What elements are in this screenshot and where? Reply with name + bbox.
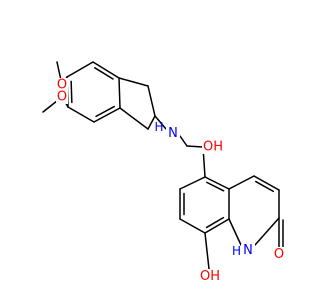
bond-ring-a-double xyxy=(94,67,114,80)
atom-h-amine-label: H xyxy=(154,120,163,134)
atom-h-lactam-label: H xyxy=(232,244,241,258)
bond-ring-a xyxy=(118,77,121,109)
bond-ring-b xyxy=(179,176,206,190)
bond-ring-b-double xyxy=(206,181,225,192)
bond-ring-c xyxy=(228,175,255,190)
bond-c-n xyxy=(154,115,167,130)
atom-o-methoxy-top-label: O xyxy=(57,78,67,93)
bond-ring-a xyxy=(66,61,94,78)
bond-ring-a-double xyxy=(95,105,115,118)
atom-oh-hydroxyl: OH xyxy=(202,140,224,155)
atom-n-lactam-label: N xyxy=(243,243,253,258)
atom-o-carbonyl: O xyxy=(272,247,286,262)
bond-phenol xyxy=(204,232,210,270)
atom-oh-hydroxyl-label: OH xyxy=(203,140,223,155)
molecule-structure: O O N H OH N H O OH xyxy=(42,61,286,284)
bond-ring-a-double xyxy=(70,80,73,104)
bond-cyclopentane xyxy=(147,115,156,130)
bond-ring-c xyxy=(228,218,242,246)
bond-ring-b xyxy=(204,176,230,190)
atom-h-amine: H xyxy=(154,120,163,134)
bond-cyclopentane xyxy=(119,107,149,130)
bond-ring-c xyxy=(254,217,280,246)
bond-lines xyxy=(42,61,284,270)
bond-ring-b xyxy=(204,218,230,234)
bond-cyclopentane xyxy=(147,85,156,117)
atom-oh-phenol-label: OH xyxy=(200,269,220,284)
atom-n-amine: N xyxy=(166,126,180,141)
atom-o-methoxy-bottom: O xyxy=(56,90,68,105)
bond-ring-c xyxy=(253,175,280,191)
atom-o-methoxy-bottom-label: O xyxy=(57,90,67,105)
atom-n-amine-label: N xyxy=(168,126,178,141)
atom-labels: O O N H OH N H O OH xyxy=(56,78,286,284)
atom-o-methoxy-top: O xyxy=(56,78,68,93)
bond-ring-b xyxy=(179,218,206,234)
bond-cyclopentane xyxy=(118,77,149,87)
atom-o-carbonyl-label: O xyxy=(274,247,284,262)
bond-ring-a xyxy=(93,107,121,123)
bond-ring-a xyxy=(67,106,95,123)
bond-ring-b-double xyxy=(205,216,225,229)
bond-ring-a xyxy=(92,61,120,79)
bond-n-ch2 xyxy=(179,135,188,147)
atom-oh-phenol: OH xyxy=(199,269,221,284)
bond-ch2-choh xyxy=(186,145,204,148)
atom-h-lactam: H xyxy=(232,244,241,258)
bond-ring-c-double xyxy=(255,180,275,193)
atom-n-lactam: N xyxy=(241,243,255,259)
